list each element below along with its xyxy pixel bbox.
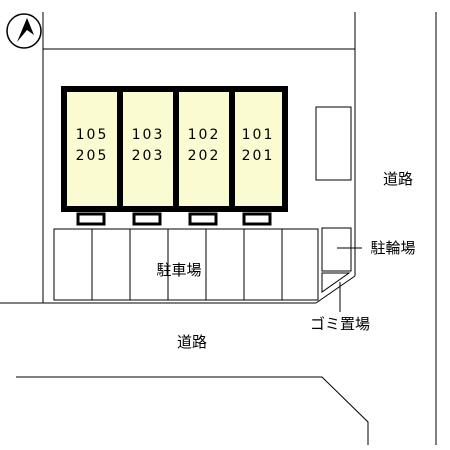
unit-103-203 — [123, 92, 173, 206]
parking-label: 駐車場 — [156, 261, 201, 279]
road-label-south: 道路 — [177, 333, 207, 351]
apartment-building: 105 205 103 203 102 202 101 201 — [61, 86, 288, 212]
unit-number-lower: 201 — [242, 148, 275, 164]
road-label-east: 道路 — [383, 170, 413, 188]
unit-102-202 — [179, 92, 229, 206]
bicycle-parking-label: 駐輪場 — [370, 239, 415, 257]
unit-number-lower: 202 — [188, 148, 221, 164]
road-edges — [16, 12, 437, 445]
unit-number-lower: 205 — [76, 148, 109, 164]
unit-number-lower: 203 — [132, 148, 165, 164]
bicycle-parking-area — [321, 227, 352, 272]
leader-lines — [337, 247, 362, 312]
garbage-area — [321, 272, 351, 293]
side-structure — [315, 106, 352, 181]
unit-number-upper: 105 — [76, 127, 109, 143]
entrance-steps — [76, 212, 272, 226]
property-boundary — [0, 12, 356, 304]
unit-105-205 — [67, 92, 117, 206]
unit-number-upper: 101 — [242, 127, 275, 143]
unit-number-upper: 102 — [188, 127, 221, 143]
unit-number-upper: 103 — [132, 127, 165, 143]
garbage-area-label: ゴミ置場 — [310, 315, 370, 333]
north-arrow-icon — [6, 13, 42, 49]
unit-101-201 — [235, 92, 282, 206]
parking-lot — [53, 228, 319, 301]
